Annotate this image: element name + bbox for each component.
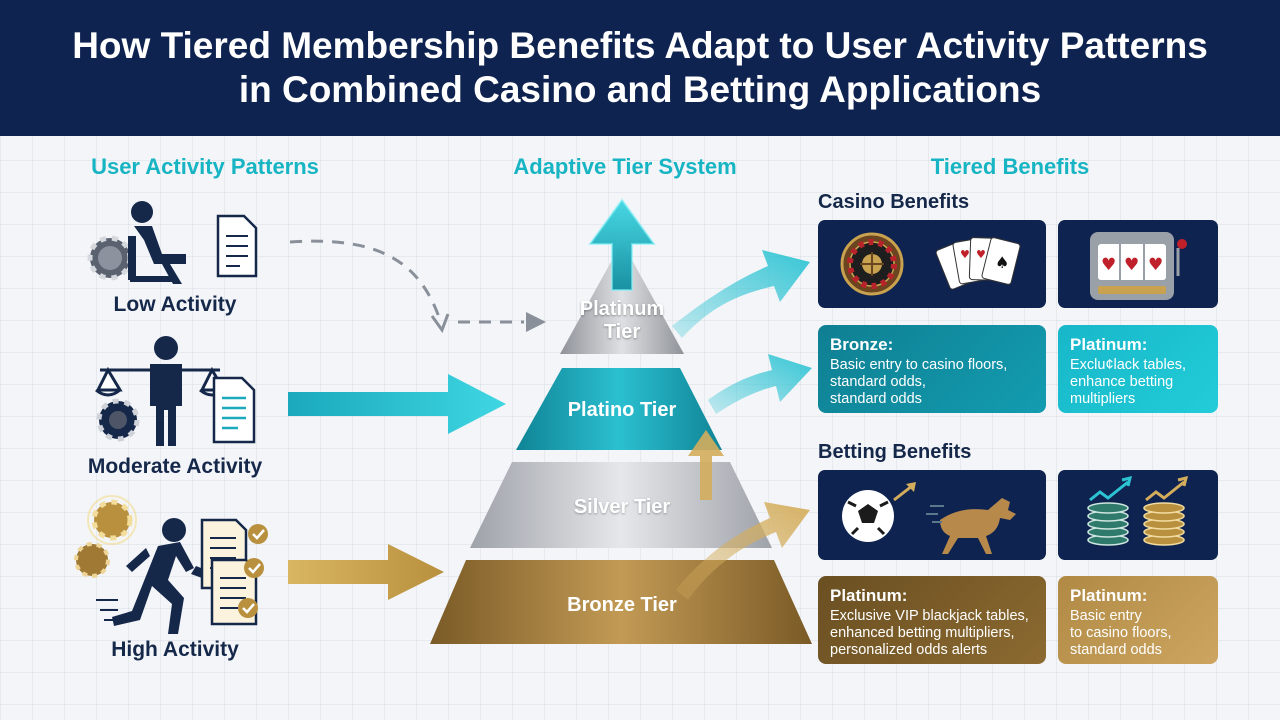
chip-icon	[87, 495, 137, 545]
casino-card-platinum-body: Exclu¢lack tables, enhance betting multi…	[1070, 357, 1187, 407]
speed-lines	[96, 599, 118, 621]
document-icon	[216, 214, 258, 278]
activity-label-high: High Activity	[111, 638, 239, 661]
betting-benefits-title: Betting Benefits	[818, 441, 972, 463]
page-title: How Tiered Membership Benefits Adapt to …	[72, 25, 1208, 110]
tier-pyramid	[430, 198, 812, 644]
platinum-tier-layer	[560, 242, 684, 354]
casino-card-bronze-title: Bronze:	[830, 335, 894, 354]
person-standing-icon	[150, 336, 182, 446]
tier-label-platino: Platino Tier	[567, 399, 677, 421]
bronze-tier-layer	[430, 560, 812, 644]
tier-label-silver: Silver Tier	[573, 496, 671, 518]
platino-benefit-arrow	[708, 354, 812, 414]
chip-icon	[87, 235, 133, 281]
playing-cards-icon: ♠ ♥ ♥	[935, 237, 1021, 290]
svg-text:♥: ♥	[960, 248, 970, 261]
svg-text:♥: ♥	[976, 248, 986, 261]
activity-label-low: Low Activity	[113, 293, 237, 316]
tier-label-bronze: Bronze Tier	[567, 594, 677, 616]
person-sitting-icon	[128, 201, 186, 284]
person-running-icon	[112, 518, 216, 634]
chip-stack-icon	[1087, 502, 1185, 546]
tier-label-platinum: Platinum Tier	[579, 298, 665, 343]
betting-card-1-title: Platinum:	[830, 586, 908, 605]
chip-icon	[96, 398, 140, 442]
betting-card-1-body: Exclusive VIP blackjack tables, enhanced…	[830, 608, 1029, 658]
trend-up-icon	[1089, 475, 1189, 502]
column-heading-tiers: Adaptive Tier System	[513, 154, 737, 179]
high-activity-arrow	[288, 544, 444, 600]
svg-text:♥: ♥	[1101, 255, 1116, 275]
header: How Tiered Membership Benefits Adapt to …	[0, 0, 1280, 136]
casino-card-platinum: Platinum: Exclu¢lack tables, enhance bet…	[1058, 325, 1218, 413]
gold-up-arrow	[688, 430, 724, 500]
slot-machine-icon: ♥ ♥ ♥	[1090, 232, 1187, 300]
checklist-icon	[200, 518, 268, 626]
betting-card-platinum-1: Platinum: Exclusive VIP blackjack tables…	[818, 576, 1046, 664]
platino-tier-layer	[516, 368, 722, 450]
svg-text:♠: ♠	[995, 253, 1009, 272]
column-heading-activity: User Activity Patterns	[91, 154, 319, 179]
svg-text:♥: ♥	[1148, 255, 1163, 275]
roulette-icon	[840, 232, 904, 296]
casino-benefits-title: Casino Benefits	[818, 191, 970, 213]
casino-card-bronze: Bronze: Basic entry to casino floors, st…	[818, 325, 1046, 413]
document-icon	[212, 376, 256, 444]
platinum-benefit-arrow	[672, 250, 810, 338]
betting-image-card-2	[1058, 470, 1218, 560]
silver-tier-layer	[470, 462, 772, 548]
betting-card-2-title: Platinum:	[1070, 586, 1148, 605]
casino-card-platinum-title: Platinum:	[1070, 335, 1148, 354]
bronze-benefit-arrow	[676, 502, 810, 600]
betting-card-2-body: Basic entry to casino floors, standard o…	[1070, 608, 1172, 658]
chip-icon	[74, 542, 110, 578]
betting-card-platinum-2: Platinum: Basic entry to casino floors, …	[1058, 576, 1218, 664]
low-activity-arrow	[289, 239, 546, 334]
casino-card-bronze-body: Basic entry to casino floors, standard o…	[830, 357, 1008, 407]
column-heading-benefits: Tiered Benefits	[930, 154, 1090, 179]
activity-label-moderate: Moderate Activity	[87, 455, 263, 478]
soccer-ball-icon	[842, 482, 916, 542]
moderate-activity-arrow	[288, 374, 506, 434]
svg-text:♥: ♥	[1124, 255, 1139, 275]
horse-icon	[926, 498, 1016, 554]
